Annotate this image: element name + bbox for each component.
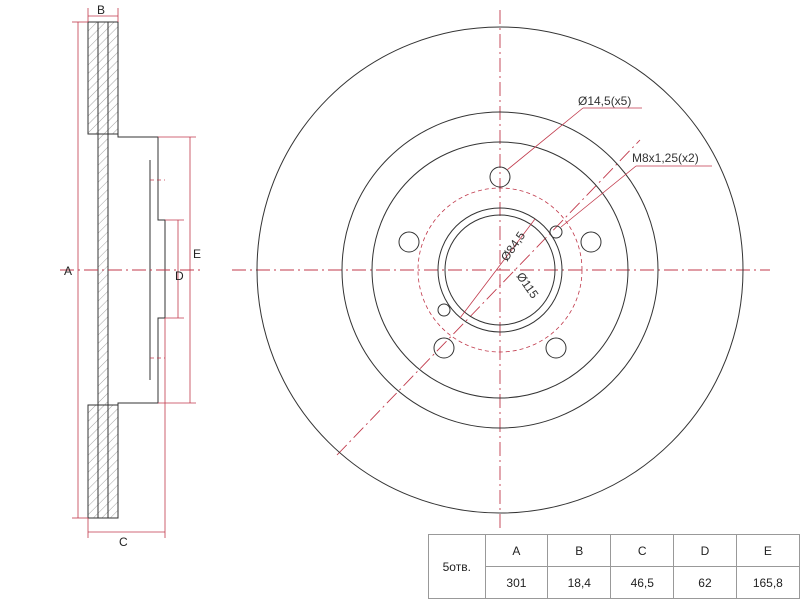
spec-table: 5отв. A B C D E 301 18,4 46,5 62 165,8 [428, 534, 800, 599]
pcd-circle [417, 187, 583, 353]
thread-callout: M8x1,25(x2) [632, 151, 699, 165]
disc-hat-section [107, 133, 166, 406]
value-c: 46,5 [610, 566, 675, 599]
friction-inner-edge [341, 111, 659, 429]
header-e: E [735, 534, 800, 567]
value-d: 62 [673, 566, 737, 599]
bolt-hole-callout: Ø14,5(x5) [578, 94, 631, 108]
label-d: D [175, 269, 184, 283]
bolt-hole [545, 337, 567, 359]
row-label: 5отв. [428, 534, 486, 599]
label-c: C [119, 535, 128, 549]
label-a: A [64, 264, 72, 278]
value-b: 18,4 [547, 566, 612, 599]
value-e: 165,8 [735, 566, 800, 599]
header-b: B [547, 534, 612, 567]
side-section-view: A B C D E [60, 3, 201, 549]
label-b: B [97, 3, 105, 17]
pcd-callout: Ø115 [514, 270, 542, 302]
label-e: E [193, 247, 201, 261]
disc-ring-bottom-section [87, 404, 119, 519]
header-a: A [484, 534, 549, 567]
bolt-hole [489, 166, 511, 188]
threaded-hole [437, 303, 451, 317]
bolt-hole [398, 231, 420, 253]
center-bore-callout: Ø84,5 [498, 229, 528, 264]
table-row: 301 18,4 46,5 62 165,8 [429, 566, 800, 599]
hat-edge [371, 141, 629, 399]
front-view: Ø14,5(x5) M8x1,25(x2) Ø84,5 Ø115 [232, 10, 770, 530]
table-row: 5отв. A B C D E [428, 534, 800, 599]
center-bore [444, 214, 556, 326]
threaded-hole [549, 225, 563, 239]
header-d: D [673, 534, 737, 567]
value-a: 301 [484, 566, 549, 599]
header-c: C [610, 534, 675, 567]
disc-outer-edge [256, 26, 744, 514]
bolt-hole [580, 231, 602, 253]
disc-ring-top-section [87, 21, 119, 135]
bore-chamfer [437, 207, 563, 333]
bolt-hole [433, 337, 455, 359]
